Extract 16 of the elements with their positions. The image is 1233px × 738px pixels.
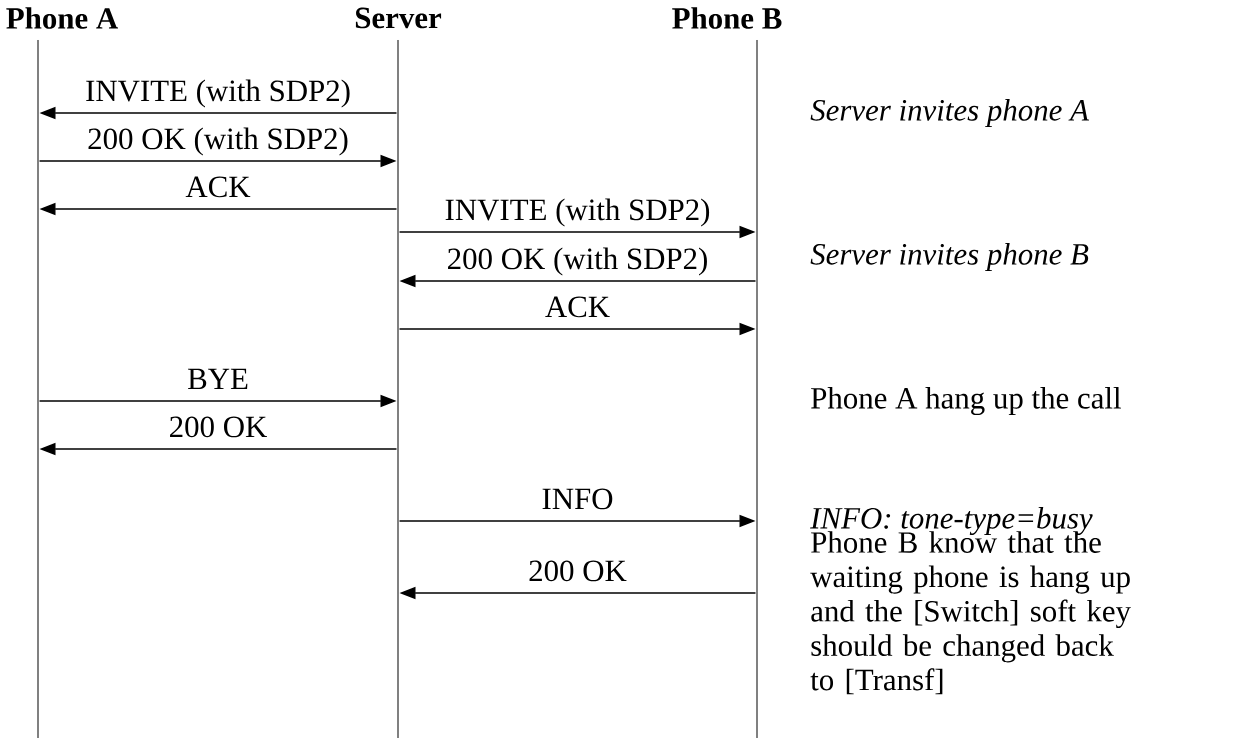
lifeline-header: Phone A: [6, 7, 118, 29]
lifeline-header: Server: [355, 7, 442, 29]
message-label: ACK: [184, 175, 252, 199]
message-label: 200 OK: [527, 559, 628, 583]
message-label: BYE: [186, 367, 250, 391]
message-label: 200 OK (with SDP2): [86, 126, 350, 157]
note-text: Server invites phone A: [810, 99, 1090, 127]
note-text: Phone A hang up the call: [811, 386, 1121, 416]
note-text: Server invites phone B: [810, 243, 1089, 271]
message-label: 200 OK (with SDP2): [445, 246, 710, 277]
message-label: 200 OK: [167, 415, 269, 439]
message-label: INVITE (with SDP2): [443, 197, 712, 228]
message-label: INFO: [540, 487, 615, 511]
lifeline-header: Phone B: [672, 7, 782, 29]
message-label: INVITE (with SDP2): [84, 78, 352, 109]
message-label: ACK: [543, 295, 612, 319]
